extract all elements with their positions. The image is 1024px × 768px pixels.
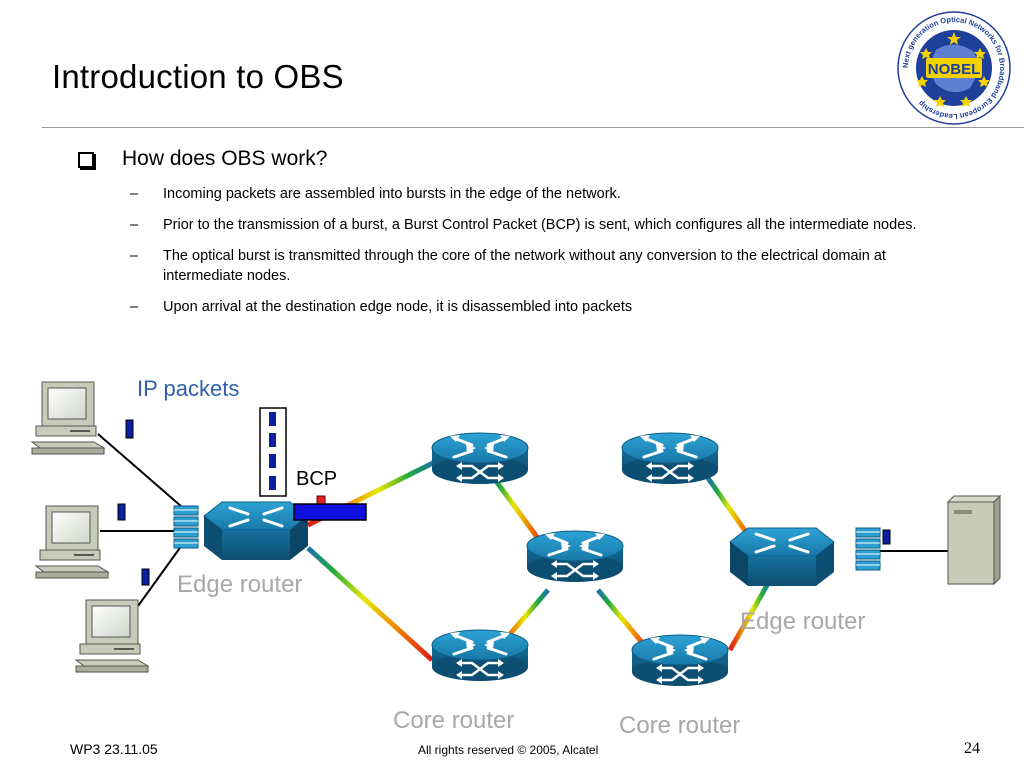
ip-packet: [882, 529, 891, 545]
page-number: 24: [964, 740, 980, 757]
sub-bullet-text: Incoming packets are assembled into burs…: [163, 186, 621, 202]
ip-packet: [141, 568, 150, 586]
ip-packet: [269, 476, 276, 490]
title-divider: [42, 127, 1024, 128]
slide-title: Introduction to OBS: [52, 58, 344, 95]
dash-marker: –: [130, 217, 139, 233]
bcp-header: [316, 495, 326, 505]
dash-marker: –: [130, 186, 139, 202]
main-bullet: How does OBS work?: [78, 147, 327, 171]
pc1-link: [97, 433, 183, 508]
core-router-top-right: [620, 431, 720, 486]
pc-bottom: [75, 599, 149, 673]
core-router-bottom-right: [630, 633, 730, 688]
sub-bullet: – The optical burst is transmitted throu…: [130, 246, 950, 286]
bcp-packet: [293, 503, 367, 521]
sub-bullet-text: The optical burst is transmitted through…: [163, 248, 886, 284]
bcp-label: BCP: [296, 468, 338, 490]
sub-bullet: – Prior to the transmission of a burst, …: [130, 215, 950, 235]
logo-center-text: NOBEL: [928, 61, 981, 78]
nobel-logo: NOBEL Next generation Optical Networks f…: [897, 11, 1011, 125]
core-router-right-label: Core router: [619, 712, 741, 739]
pc-top: [31, 381, 105, 455]
sub-bullet: – Incoming packets are assembled into bu…: [130, 184, 950, 204]
ip-packet: [125, 419, 134, 439]
ip-packets-label: IP packets: [137, 376, 240, 401]
server: [946, 494, 1002, 586]
core-router-middle: [525, 529, 625, 584]
link-core-br-edge: [727, 578, 773, 652]
sub-bullet-text: Upon arrival at the destination edge nod…: [163, 299, 633, 315]
edge-router-left-ports: [173, 505, 199, 549]
edge-router-left: [202, 500, 310, 562]
edge-router-left-label: Edge router: [177, 571, 303, 598]
footer-left: WP3 23.11.05: [70, 741, 158, 757]
sub-bullet-list: – Incoming packets are assembled into bu…: [130, 184, 950, 328]
footer-copyright: All rights reserved © 2005, Alcatel: [418, 743, 599, 757]
checkbox-bullet-icon: [78, 152, 94, 168]
sub-bullet-text: Prior to the transmission of a burst, a …: [163, 217, 917, 233]
ip-packet: [117, 503, 126, 521]
dash-marker: –: [130, 299, 139, 315]
pc-middle: [35, 505, 109, 579]
core-router-bottom-left: [430, 628, 530, 683]
link-edge-core-bl: [306, 546, 434, 662]
edge-router-right: [728, 526, 836, 588]
core-router-top-left: [430, 431, 530, 486]
ip-packet: [269, 454, 276, 468]
edge-router-right-ports: [855, 527, 881, 571]
ip-packet: [269, 412, 276, 426]
dash-marker: –: [130, 248, 139, 264]
pc3-link: [137, 544, 183, 607]
main-bullet-text: How does OBS work?: [122, 147, 328, 170]
ip-packet: [269, 433, 276, 447]
sub-bullet: – Upon arrival at the destination edge n…: [130, 297, 950, 317]
core-router-left-label: Core router: [393, 707, 515, 734]
edge-router-right-label: Edge router: [740, 608, 866, 635]
obs-network-diagram: [31, 381, 1002, 688]
